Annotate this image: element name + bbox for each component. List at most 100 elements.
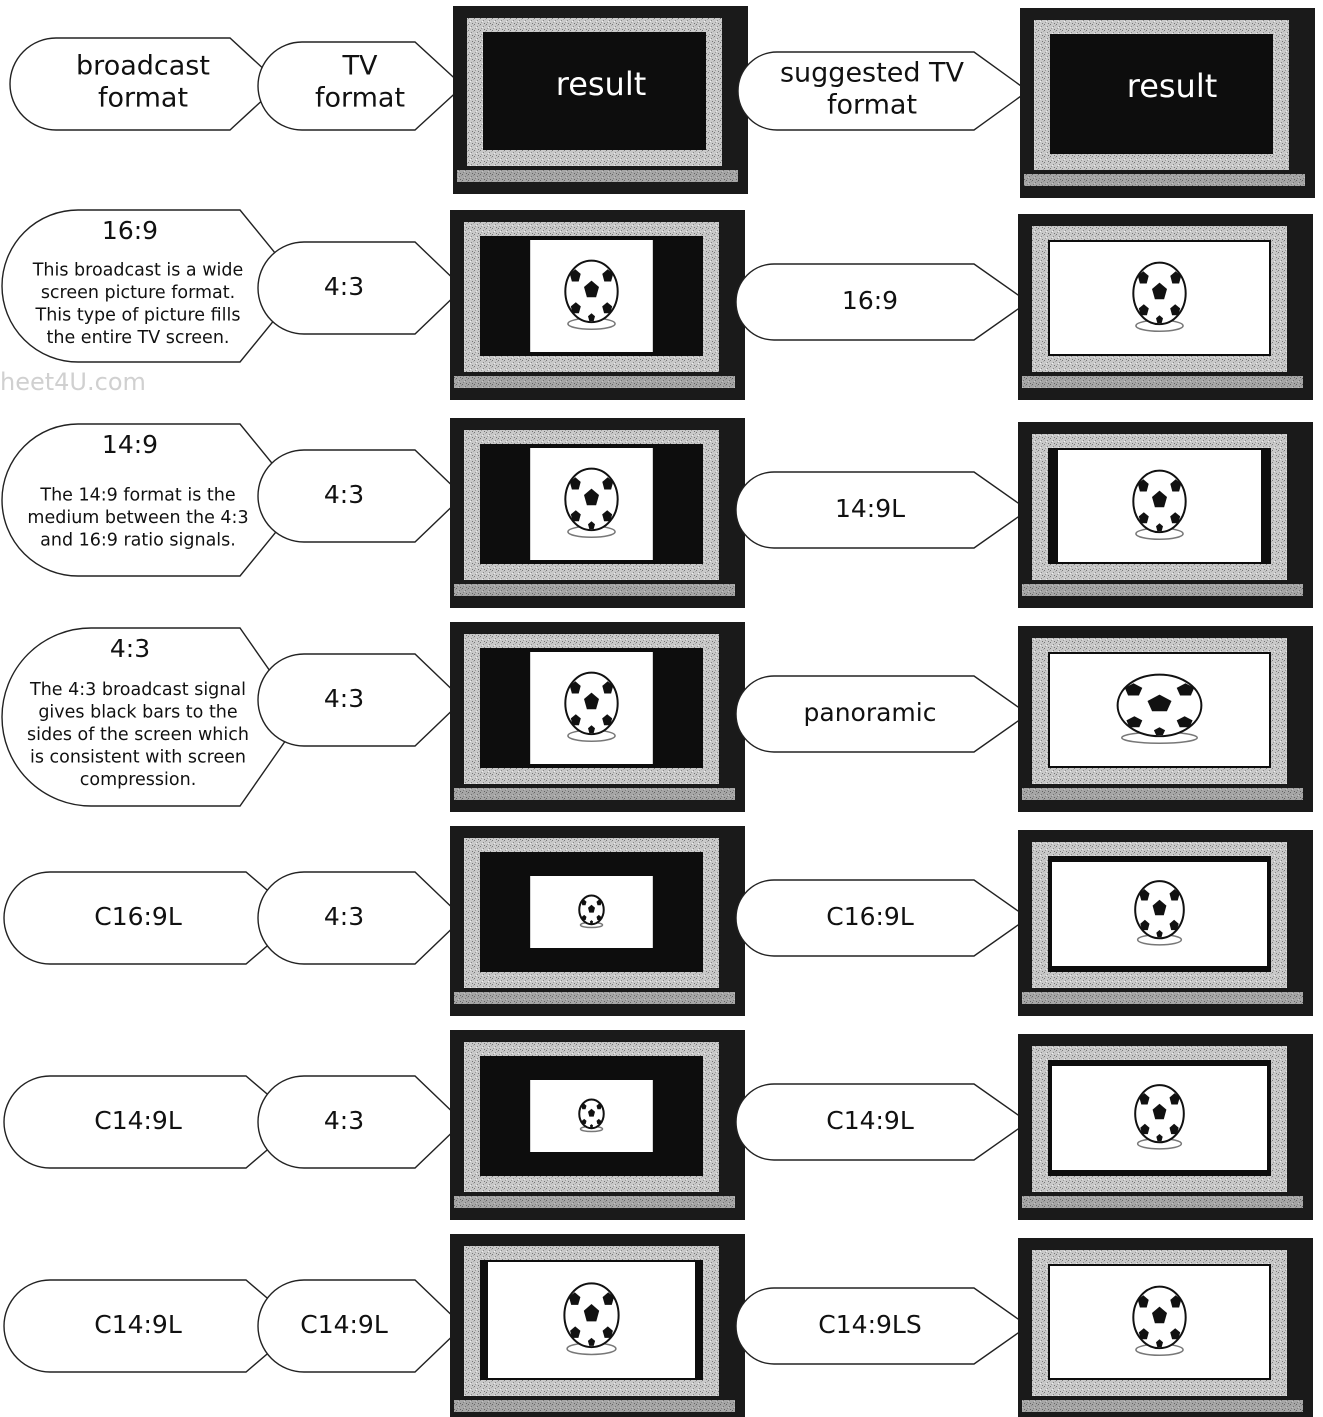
tv-set	[1018, 422, 1313, 608]
tv-set	[450, 826, 745, 1016]
broadcast-format-title: C14:9L	[94, 1310, 182, 1339]
tv-set	[450, 1234, 745, 1417]
tv-format-value: C14:9L	[300, 1310, 388, 1339]
tv-screen	[480, 236, 703, 356]
suggested-format-header	[737, 51, 1030, 131]
soccer-ball-icon	[1134, 880, 1185, 946]
soccer-ball-icon	[1116, 673, 1203, 745]
broadcast-format-desc-line: medium between the 4:3	[27, 508, 248, 528]
soccer-ball-icon	[578, 894, 605, 929]
suggested-format-value: 16:9	[842, 286, 898, 315]
tv-header-line: TV	[342, 51, 378, 82]
tv-set	[450, 418, 745, 608]
tv-format-box	[257, 1279, 465, 1373]
soccer-ball-icon	[1134, 1084, 1185, 1150]
suggested-format-value: panoramic	[804, 698, 937, 727]
tv-screen	[1048, 1060, 1271, 1176]
tv-screen	[480, 648, 703, 768]
tv-screen	[480, 1260, 703, 1380]
tv-screen	[483, 32, 706, 150]
broadcast-format-desc-line: The 14:9 format is the	[39, 486, 235, 506]
result-header-right: result	[1127, 67, 1218, 105]
tv-header-line: format	[315, 83, 405, 114]
tv-format-value: 4:3	[324, 684, 364, 713]
tv-format-value: 4:3	[324, 480, 364, 509]
suggested-format-box	[735, 1287, 1030, 1365]
tv-screen	[1050, 34, 1273, 154]
tv-format-box	[257, 241, 465, 335]
broadcast-format-title: C14:9L	[94, 1106, 182, 1135]
tv-screen	[480, 1056, 703, 1176]
soccer-ball-icon	[564, 671, 619, 743]
broadcast-format-box	[3, 871, 302, 965]
broadcast-header-line: broadcast	[76, 51, 210, 82]
suggested-format-value: C14:9L	[826, 1106, 914, 1135]
tv-set	[1018, 626, 1313, 812]
broadcast-format-desc-line: The 4:3 broadcast signal	[29, 680, 246, 700]
tv-set	[1018, 1238, 1313, 1417]
broadcast-format-desc-line: This broadcast is a wide	[32, 260, 244, 280]
soccer-ball-icon	[564, 467, 619, 539]
soccer-ball-icon	[1132, 261, 1187, 333]
tv-set	[1018, 830, 1313, 1016]
suggested-header-line: format	[827, 90, 917, 121]
broadcast-format-desc-line: gives black bars to the	[38, 703, 237, 723]
tv-screen	[1048, 448, 1271, 564]
tv-set	[450, 210, 745, 400]
result-header-left: result	[556, 65, 647, 103]
broadcast-format-desc-line: This type of picture fills	[35, 305, 241, 325]
broadcast-format-title: C16:9L	[94, 902, 182, 931]
tv-format-value: 4:3	[324, 902, 364, 931]
broadcast-format-box	[1, 209, 303, 363]
broadcast-format-desc-line: is consistent with screen	[30, 748, 246, 768]
tv-format-header	[257, 41, 465, 131]
suggested-format-value: C14:9LS	[818, 1310, 921, 1339]
tv-screen	[1048, 652, 1271, 768]
suggested-header-line: suggested TV	[780, 58, 965, 89]
soccer-ball-icon	[1132, 469, 1187, 541]
tv-screen	[1048, 1264, 1271, 1380]
soccer-ball-icon	[564, 259, 619, 331]
broadcast-format-title: 14:9	[102, 430, 158, 459]
broadcast-format-box	[3, 1075, 302, 1169]
suggested-format-box	[735, 471, 1030, 549]
tv-format-box	[257, 871, 465, 965]
broadcast-format-desc-line: the entire TV screen.	[47, 328, 230, 348]
broadcast-format-desc-line: screen picture format.	[41, 283, 235, 303]
suggested-format-box	[735, 1083, 1030, 1161]
tv-set	[1018, 214, 1313, 400]
broadcast-format-desc-line: sides of the screen which	[27, 725, 249, 745]
broadcast-header-line: format	[98, 83, 188, 114]
suggested-format-box	[735, 263, 1030, 341]
broadcast-format-desc-line: compression.	[80, 770, 197, 790]
tv-screen	[480, 444, 703, 564]
tv-set	[450, 1030, 745, 1220]
suggested-format-box	[735, 879, 1030, 957]
format-row: C14:9L 4:3 C14:9L	[3, 1030, 1313, 1220]
tv-set	[1018, 1034, 1313, 1220]
tv-format-box	[257, 449, 465, 543]
tv-format-box	[257, 1075, 465, 1169]
broadcast-format-box	[3, 1279, 302, 1373]
broadcast-format-box	[1, 627, 303, 807]
tv-format-box	[257, 653, 465, 747]
tv-format-value: 4:3	[324, 1106, 364, 1135]
soccer-ball-icon	[578, 1098, 605, 1133]
broadcast-format-box	[1, 423, 303, 577]
tv-format-value: 4:3	[324, 272, 364, 301]
broadcast-format-header	[9, 37, 282, 131]
broadcast-format-title: 16:9	[102, 216, 158, 245]
broadcast-format-desc-line: and 16:9 ratio signals.	[40, 531, 236, 551]
tv-set	[453, 6, 748, 194]
tv-screen	[1048, 856, 1271, 972]
suggested-format-value: 14:9L	[835, 494, 905, 523]
broadcast-format-title: 4:3	[110, 634, 150, 663]
tv-set	[1020, 8, 1315, 198]
tv-screen	[1048, 240, 1271, 356]
